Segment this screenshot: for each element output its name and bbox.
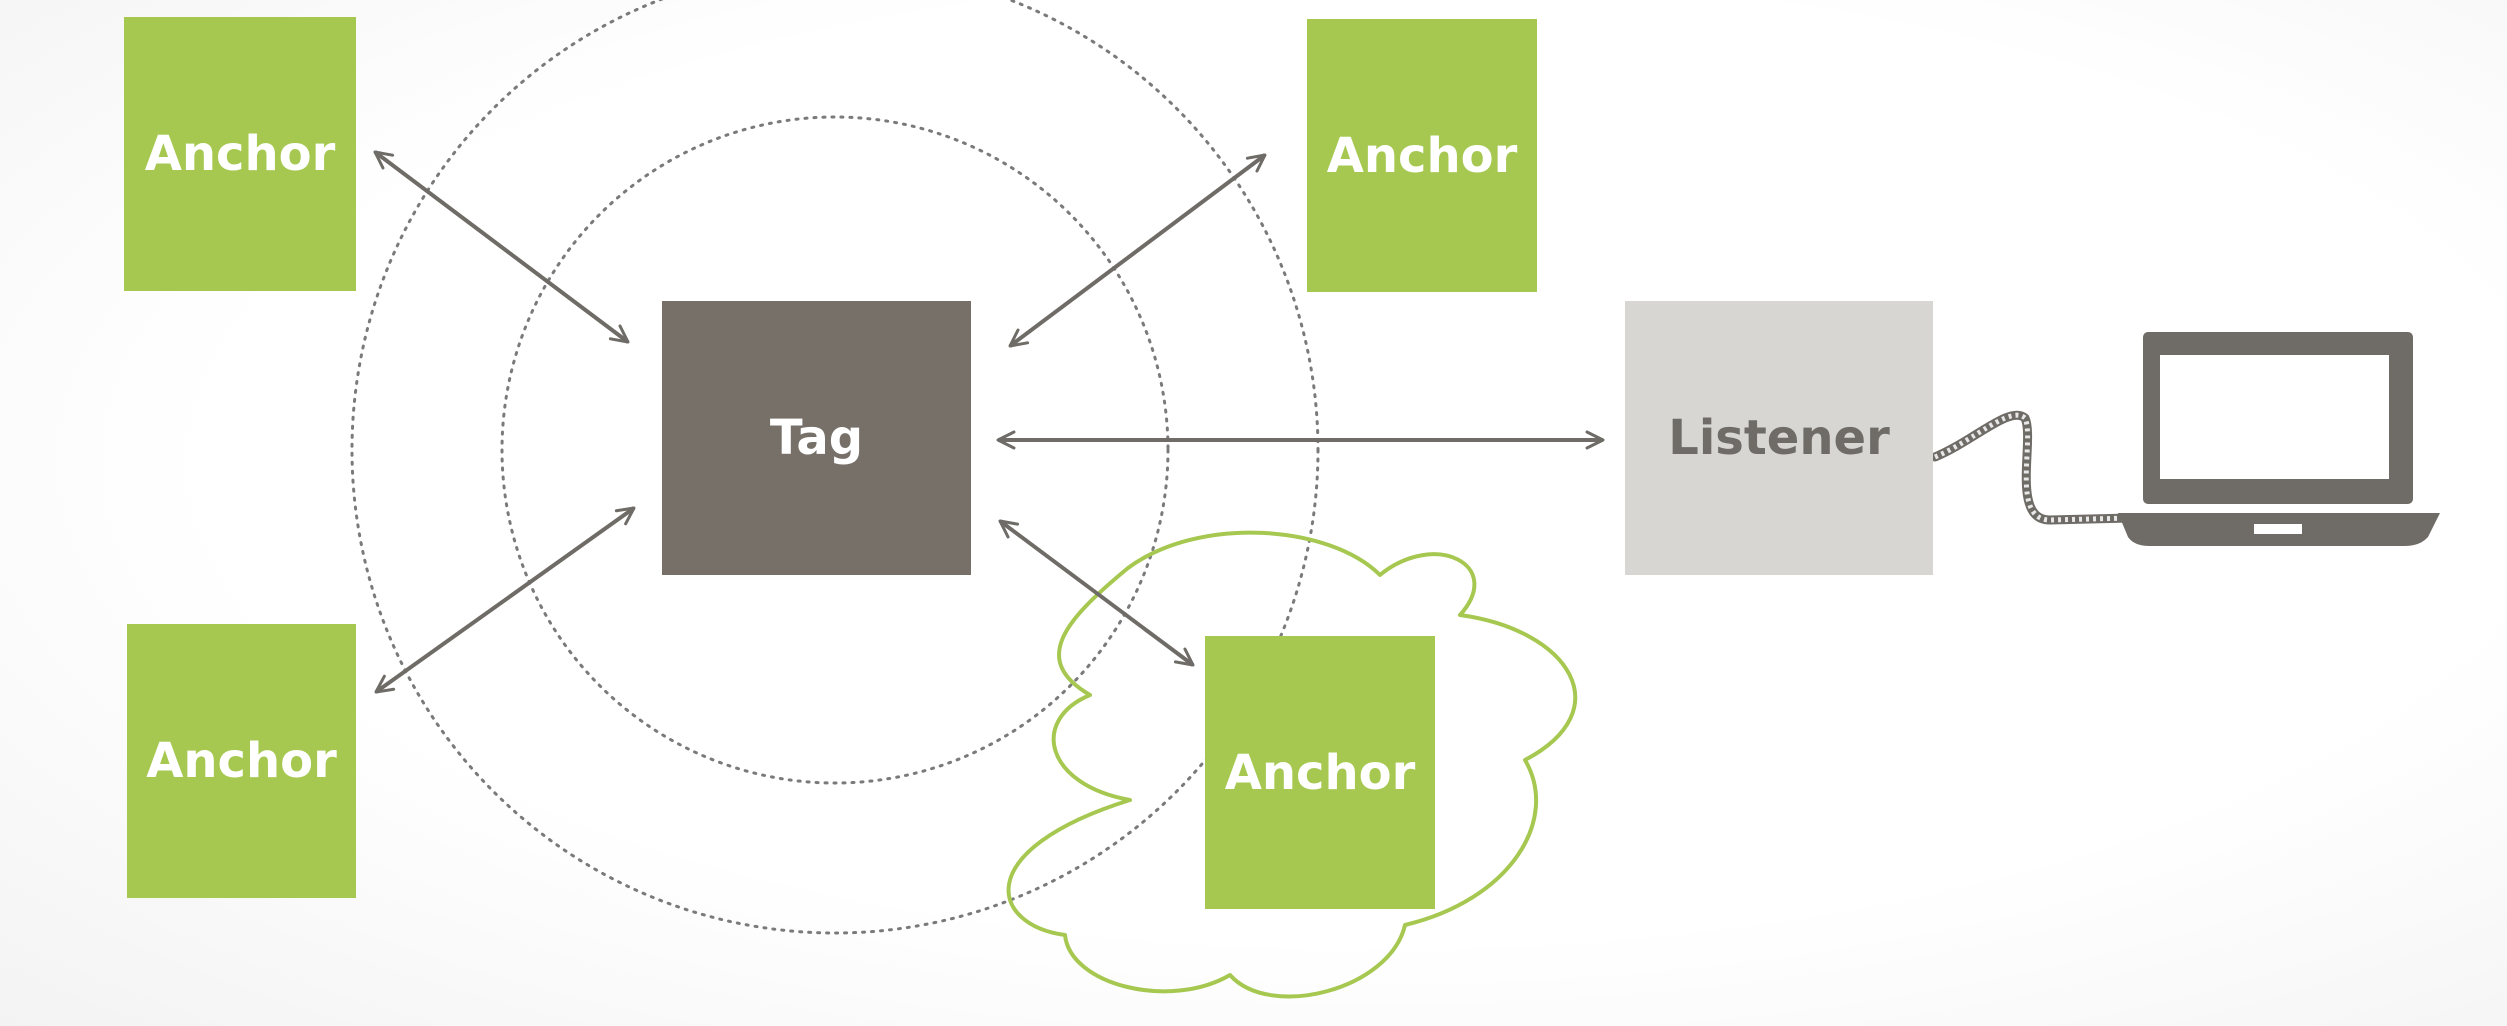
listener-label: Listener	[1668, 410, 1890, 466]
anchor-top-left: Anchor	[124, 17, 356, 291]
anchor-label: Anchor	[1224, 744, 1416, 801]
anchor-label: Anchor	[146, 733, 337, 789]
arrow-anchor-top-left	[373, 150, 630, 344]
outer-range-ring	[350, 0, 1320, 935]
arrow-anchor-bottom-left	[374, 506, 636, 694]
cable-icon	[1930, 410, 2135, 525]
laptop-icon	[2118, 332, 2440, 546]
listener-box: Listener	[1625, 301, 1933, 575]
cloud-outline	[1006, 530, 1578, 999]
inner-range-ring	[500, 115, 1170, 785]
anchor-label: Anchor	[1326, 127, 1518, 184]
anchor-top-right: Anchor	[1307, 19, 1537, 292]
tag-box: Tag	[662, 301, 971, 575]
anchor-label: Anchor	[144, 126, 336, 182]
arrow-anchor-top-right	[1008, 153, 1267, 348]
tag-label: Tag	[769, 410, 864, 466]
anchor-bottom-left: Anchor	[127, 624, 356, 898]
arrow-anchor-bottom-right	[998, 519, 1195, 667]
anchor-bottom-right: Anchor	[1205, 636, 1435, 909]
